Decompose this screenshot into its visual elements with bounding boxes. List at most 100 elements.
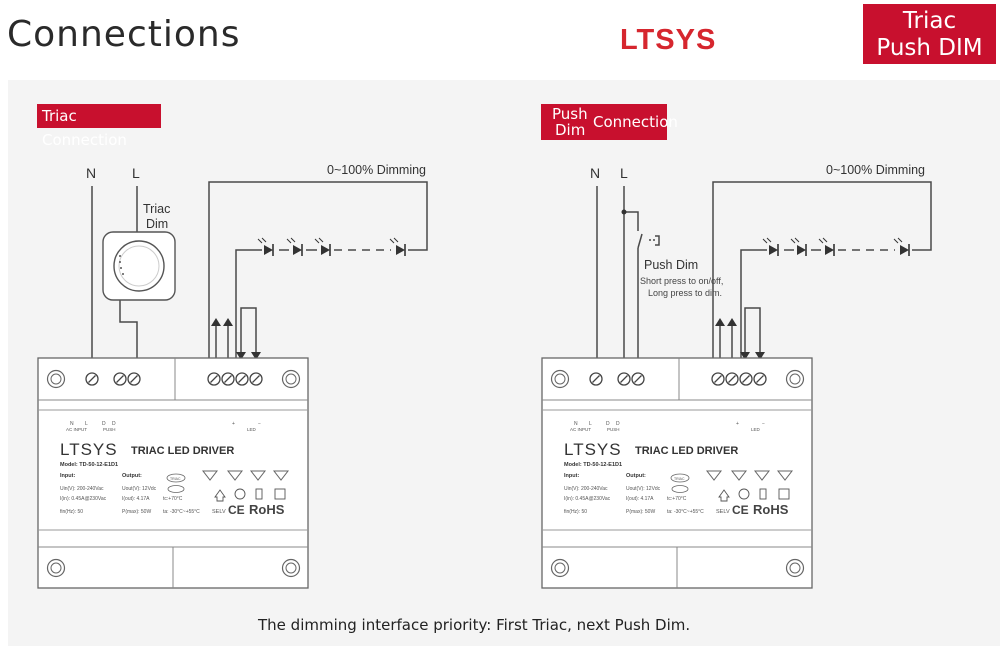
ac-input-label: AC INPUT xyxy=(66,427,87,432)
mount-hole xyxy=(550,558,570,578)
terminal-screw xyxy=(249,372,263,386)
spec-text: Uin(V): 200-240Vac xyxy=(564,486,608,492)
house-icon xyxy=(214,489,226,502)
spec-heading: Output: xyxy=(626,473,646,479)
spec-text: Uout(V): 12Vdc xyxy=(122,486,157,492)
push-label: PUSH xyxy=(103,427,116,432)
term-label: D xyxy=(606,421,610,427)
house-icon xyxy=(718,489,730,502)
terminal-screw xyxy=(207,372,221,386)
spec-text: I(out): 4.17A xyxy=(122,496,150,502)
class-icon xyxy=(759,488,767,500)
product-badge: Triac Push DIM xyxy=(863,4,996,64)
terminal-screw xyxy=(711,372,725,386)
ce-mark: CE xyxy=(228,503,245,517)
spec-text: fin(Hz): 50 xyxy=(60,509,83,515)
terminal-screw xyxy=(753,372,767,386)
push-label: PUSH xyxy=(607,427,620,432)
label-l: L xyxy=(132,165,140,181)
terminal-screw xyxy=(85,372,99,386)
triac-dimmer xyxy=(102,231,176,301)
class-icon xyxy=(255,488,263,500)
driver-mark-icon xyxy=(671,485,689,493)
led-diode xyxy=(389,237,406,257)
mount-hole xyxy=(46,558,66,578)
mount-hole xyxy=(785,369,805,389)
left-diagram: N L D D AC INPUT PUSH + − LED LTSYS TRIA… xyxy=(37,163,428,589)
driver-name: TRIAC LED DRIVER xyxy=(635,445,738,457)
ce-mark: CE xyxy=(732,503,749,517)
terminal-screw xyxy=(589,372,603,386)
spec-text: ta: -30°C~+55°C xyxy=(667,509,704,515)
spec-text: ta: -30°C~+55°C xyxy=(163,509,200,515)
spec-heading: Output: xyxy=(122,473,142,479)
driver-brand: LTSYS xyxy=(564,440,622,459)
spec-heading: Input: xyxy=(564,473,579,479)
terminal-screw xyxy=(725,372,739,386)
selv-label: SELV xyxy=(212,509,226,515)
spec-text: P(max): 50W xyxy=(626,509,655,515)
mount-hole xyxy=(785,558,805,578)
term-label: + xyxy=(736,421,739,427)
rohs-mark: RoHS xyxy=(249,502,285,517)
led-label: LED xyxy=(247,427,257,432)
square-icon xyxy=(274,488,286,500)
terminal-screw xyxy=(127,372,141,386)
spec-text: Uout(V): 12Vdc xyxy=(626,486,661,492)
priority-note: The dimming interface priority: First Tr… xyxy=(258,616,691,634)
ac-input-label: AC INPUT xyxy=(570,427,591,432)
led-diode xyxy=(818,237,835,257)
term-label: N xyxy=(574,421,578,427)
term-label: − xyxy=(762,421,765,427)
selv-label: SELV xyxy=(716,509,730,515)
triac-mark-label: TRIAC xyxy=(674,477,685,481)
mount-hole xyxy=(550,369,570,389)
spec-text: tc:+70°C xyxy=(163,496,183,502)
led-diode xyxy=(257,237,274,257)
term-label: L xyxy=(85,421,88,427)
right-diagram: N L D D AC INPUT PUSH + − LED LTSYS TRIA… xyxy=(541,163,932,589)
terminal-screw xyxy=(235,372,249,386)
term-label: D xyxy=(112,421,116,427)
led-diode xyxy=(314,237,331,257)
terminal-screw xyxy=(739,372,753,386)
term-label: − xyxy=(258,421,261,427)
term-label: L xyxy=(589,421,592,427)
lamp-icon xyxy=(234,488,246,500)
led-diode xyxy=(762,237,779,257)
push-tag-line-1: Push xyxy=(552,105,588,123)
driver-brand: LTSYS xyxy=(60,440,118,459)
model-label: Model: TD-50-12-E1D1 xyxy=(564,462,622,468)
led-diode xyxy=(893,237,910,257)
term-label: + xyxy=(232,421,235,427)
push-tag-line-3: Connection xyxy=(593,113,678,131)
spec-heading: Input: xyxy=(60,473,75,479)
driver-mark-icon xyxy=(167,485,185,493)
spec-text: P(max): 50W xyxy=(122,509,151,515)
mount-hole xyxy=(46,369,66,389)
dimming-range-label: 0~100% Dimming xyxy=(826,163,925,177)
dimmer-label-2: Dim xyxy=(146,217,168,231)
driver-name: TRIAC LED DRIVER xyxy=(131,445,234,457)
led-label: LED xyxy=(751,427,761,432)
triac-mark-icon xyxy=(166,473,186,483)
label-l: L xyxy=(620,165,628,181)
triac-mark-icon xyxy=(670,473,690,483)
badge-line-1: Triac xyxy=(902,8,957,34)
push-dim-label: Push Dim xyxy=(644,258,698,272)
badge-line-2: Push DIM xyxy=(876,35,983,61)
mount-hole xyxy=(281,369,301,389)
led-diode xyxy=(286,237,303,257)
terminal-screw xyxy=(631,372,645,386)
push-note-2: Long press to dim. xyxy=(648,288,722,298)
triac-connection-tag: Triac Connection xyxy=(37,104,161,149)
dimming-range-label: 0~100% Dimming xyxy=(327,163,426,177)
triac-mark-label: TRIAC xyxy=(170,477,181,481)
lamp-icon xyxy=(738,488,750,500)
push-dim-connection-tag: Push Dim Connection xyxy=(541,104,678,140)
term-label: D xyxy=(102,421,106,427)
dimmer-label-1: Triac xyxy=(143,202,170,216)
page-title: Connections xyxy=(7,14,241,55)
spec-text: I(in): 0.45A@230Vac xyxy=(564,496,611,502)
